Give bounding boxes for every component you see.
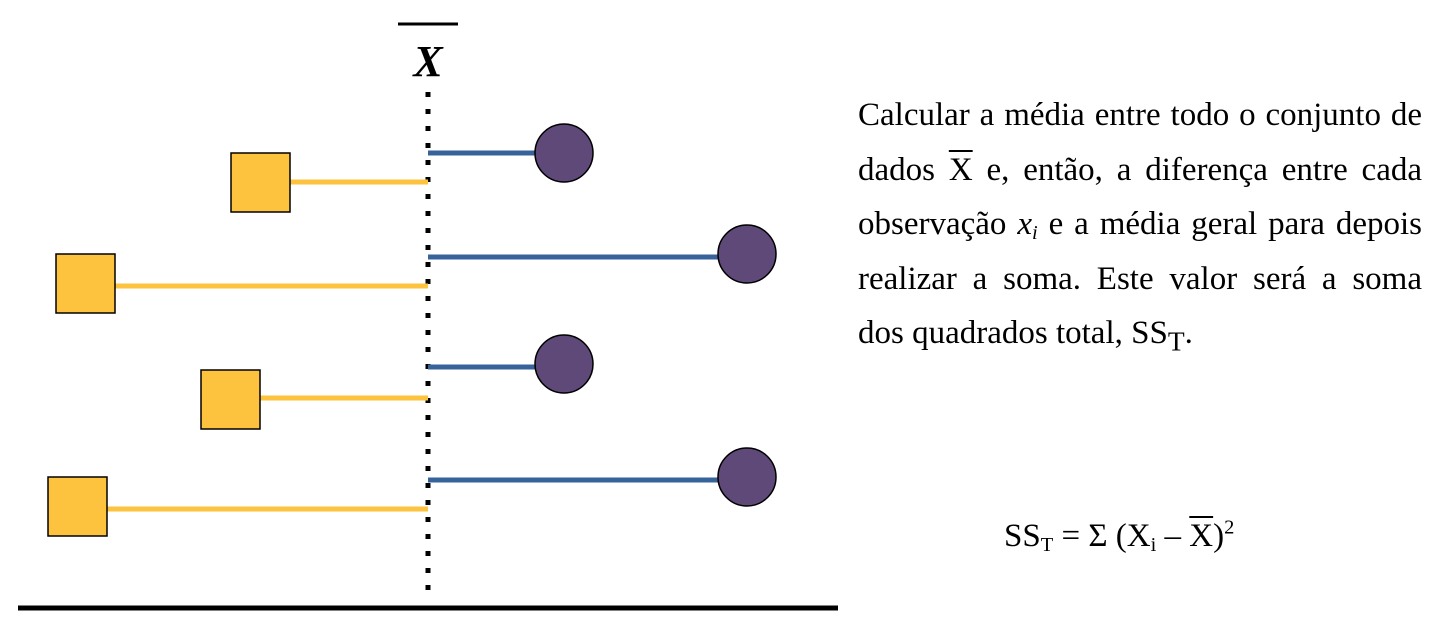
circle-marker [534,334,594,394]
circle-marker [717,447,777,507]
explanation-part: . [1184,315,1193,351]
formula-lhs: SS [1004,518,1041,554]
formula-lhs-subscript: T [1040,534,1054,557]
formula-mean: X [1189,518,1214,554]
explanation-text: Calcular a média entre todo o conjunto d… [858,88,1422,369]
deviation-diagram: X [18,22,838,611]
square-marker [55,253,116,314]
formula-close: ) [1213,518,1225,554]
square-marker [200,369,261,430]
square-marker [230,152,291,213]
sum-of-squares-formula: SST = Σ (Xi – X)2 [1004,516,1235,557]
explanation-part: e a média geral para depois realizar a s… [858,206,1422,351]
explanation-part: e, então, a diferença entre cada observa… [858,151,1422,243]
ss-subscript: T [1167,325,1185,357]
explanation-part: Calcular a média entre todo o conjunto d… [858,97,1422,188]
mean-symbol: X [948,151,973,188]
explanation-paragraph: Calcular a média entre todo o conjunto d… [858,88,1422,369]
formula-minus: – [1156,518,1190,554]
formula-middle: = Σ (X [1053,518,1151,554]
observation-letter: x [1017,206,1032,242]
circle-marker [534,123,594,183]
circle-marker [717,224,777,284]
observation-index: i [1032,222,1038,245]
square-marker [47,476,108,537]
formula-power: 2 [1224,516,1235,539]
observation-symbol: xi [1017,206,1038,245]
formula-x-subscript: i [1150,534,1157,557]
mean-label: X [411,37,444,86]
